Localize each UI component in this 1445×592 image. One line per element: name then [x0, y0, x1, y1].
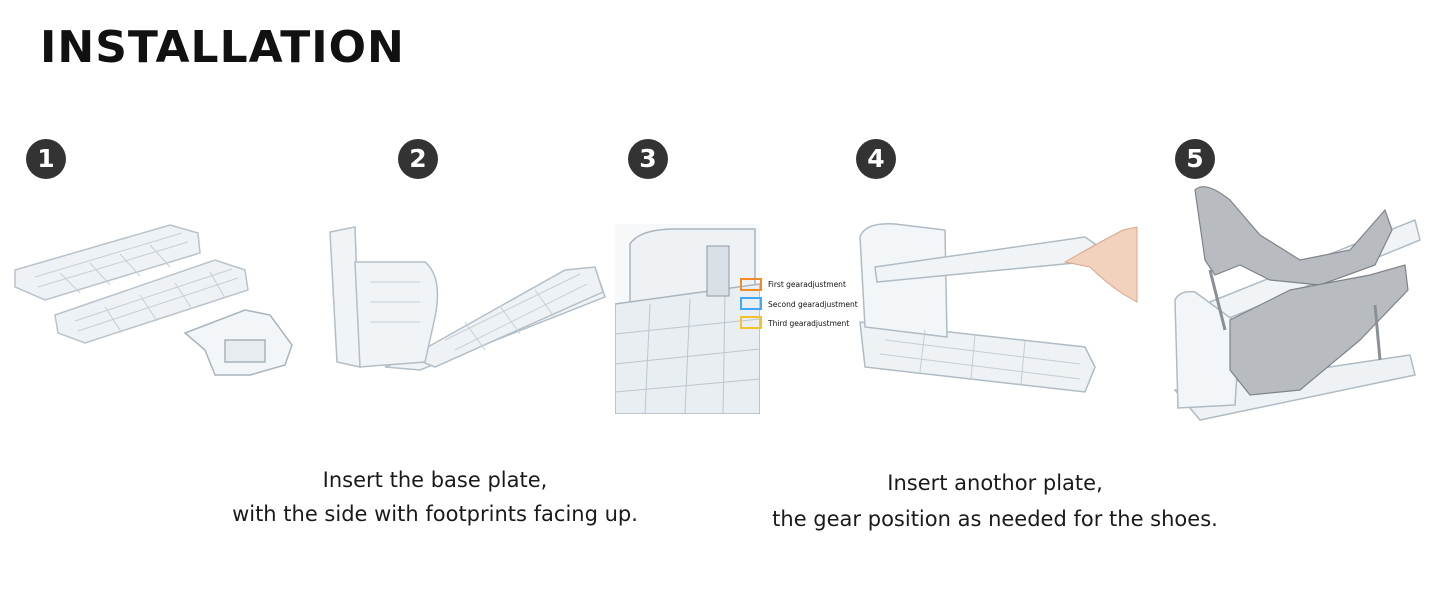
step-2-badge: 2 — [398, 139, 438, 179]
step-3-image — [615, 224, 760, 414]
caption-base-plate-line1: Insert the base plate, — [322, 468, 548, 492]
step-4-image — [855, 222, 1140, 397]
step-3-badge: 3 — [628, 139, 668, 179]
step-5-image — [1170, 180, 1425, 430]
step-1-image — [10, 215, 300, 385]
caption-another-plate-line1: Insert anothor plate, — [887, 471, 1103, 495]
gear-second-box — [740, 297, 762, 310]
caption-base-plate-line2: with the side with footprints facing up. — [232, 502, 638, 526]
gear-third-box — [740, 316, 762, 329]
gear-third-label: Third gearadjustment — [768, 319, 850, 328]
gear-first-box — [740, 278, 762, 291]
step-1-badge: 1 — [26, 139, 66, 179]
caption-base-plate: Insert the base plate, with the side wit… — [180, 463, 690, 531]
caption-another-plate: Insert anothor plate, the gear position … — [735, 465, 1255, 537]
step-4-badge: 4 — [856, 139, 896, 179]
gear-second-label: Second gearadjustment — [768, 300, 858, 309]
step-2-image — [325, 222, 610, 372]
caption-another-plate-line2: the gear position as needed for the shoe… — [772, 507, 1218, 531]
page-title: INSTALLATION — [40, 22, 405, 73]
step-5-badge: 5 — [1175, 139, 1215, 179]
gear-first-label: First gearadjustment — [768, 280, 846, 289]
